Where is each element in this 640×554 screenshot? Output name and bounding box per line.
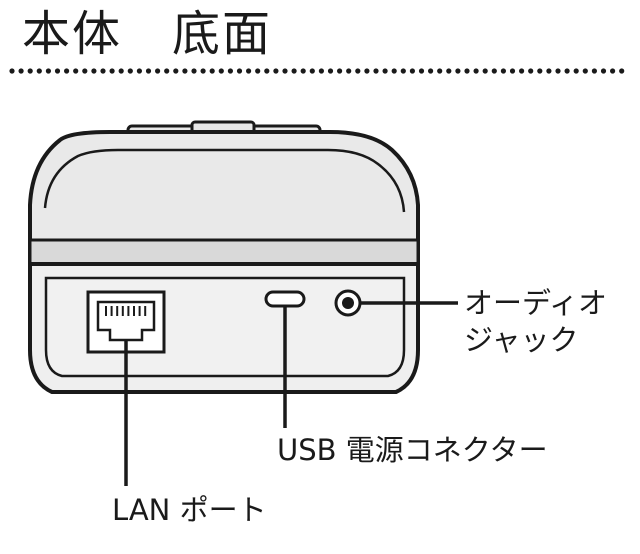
divider-dot [610, 68, 616, 74]
divider-dot [200, 68, 206, 74]
divider-dot [45, 68, 52, 74]
divider-dot [509, 68, 516, 74]
divider-dot [118, 68, 124, 74]
divider-dot [491, 68, 497, 74]
divider-dot [619, 68, 625, 74]
divider-dot [209, 68, 215, 74]
divider-dot [273, 68, 279, 74]
divider-dot [473, 68, 479, 74]
divider-dot [145, 68, 152, 74]
page-title: 本体 底面 [22, 6, 273, 62]
divider-dot [91, 68, 97, 74]
audio-jack [334, 289, 362, 317]
divider-dot [537, 68, 543, 74]
divider-dot [600, 68, 607, 74]
divider-dot [155, 68, 161, 74]
divider-dot [173, 68, 179, 74]
divider-dot [218, 68, 224, 74]
divider-dot [591, 68, 598, 74]
divider-dot [236, 68, 243, 74]
divider-dot [100, 68, 106, 74]
divider-dot [446, 68, 452, 74]
divider-dot [582, 68, 588, 74]
divider-dot [182, 68, 188, 74]
divider-dot [337, 68, 343, 74]
divider-dot [382, 68, 388, 74]
divider-dot [318, 68, 324, 74]
divider-dot [136, 68, 142, 74]
divider-dot [36, 68, 42, 74]
divider-dot [27, 68, 33, 74]
divider-dot [355, 68, 361, 74]
audio-jack-label-line1: オーディオ [464, 286, 607, 320]
dotted-divider [9, 68, 625, 74]
divider-dot [227, 68, 233, 74]
divider-dot [327, 68, 334, 74]
divider-dot [464, 68, 470, 74]
divider-dot [573, 68, 579, 74]
divider-dot [64, 68, 70, 74]
divider-dot [364, 68, 370, 74]
device-upper-shell [28, 130, 420, 264]
divider-dot [127, 68, 133, 74]
divider-dot [309, 68, 315, 74]
audio-jack-label-line2: ジャック [464, 323, 579, 357]
upper-shell-inner-line [43, 148, 406, 213]
divider-dot [455, 68, 461, 74]
divider-dot [546, 68, 552, 74]
divider-dot [300, 68, 306, 74]
divider-dot [109, 68, 115, 74]
divider-dot [482, 68, 488, 74]
divider-dot [555, 68, 561, 74]
divider-dot [18, 68, 24, 74]
divider-dot [564, 68, 570, 74]
divider-dot [82, 68, 88, 74]
divider-dot [373, 68, 379, 74]
divider-dot [191, 68, 197, 74]
divider-dot [282, 68, 288, 74]
lan-label: LAN ポート [112, 493, 267, 527]
divider-dot [519, 68, 525, 74]
divider-dot [409, 68, 415, 74]
divider-dot [255, 68, 261, 74]
divider-dot [391, 68, 397, 74]
divider-dot [400, 68, 406, 74]
usb-port [264, 290, 306, 308]
device-seam-band [28, 238, 420, 268]
divider-dot [246, 68, 252, 74]
divider-dot [528, 68, 534, 74]
divider-dot [500, 68, 506, 74]
divider-dot [54, 68, 61, 74]
usb-label: USB 電源コネクター [277, 433, 548, 467]
divider-dot [164, 68, 170, 74]
divider-dot [346, 68, 352, 74]
divider-dot [73, 68, 79, 74]
divider-dot [437, 68, 443, 74]
divider-dot [291, 68, 297, 74]
divider-dot [264, 68, 270, 74]
divider-dot [418, 68, 425, 74]
divider-dot [428, 68, 434, 74]
divider-dot [9, 68, 15, 74]
